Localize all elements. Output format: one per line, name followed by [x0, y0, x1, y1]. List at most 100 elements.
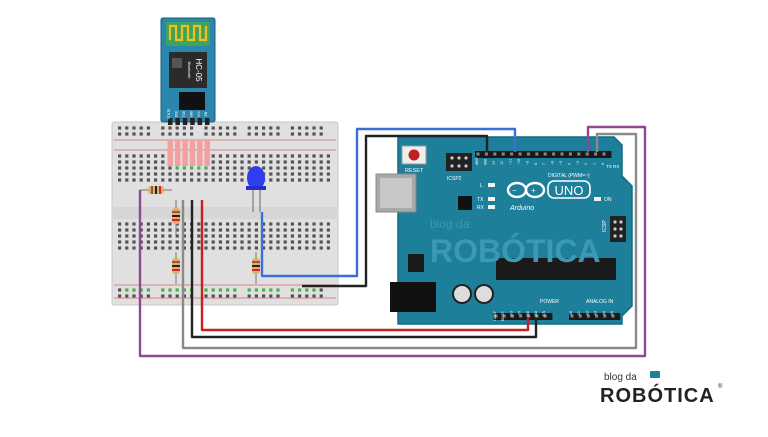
power-label: POWER — [540, 299, 559, 305]
wire-blue — [260, 127, 517, 278]
breadboard-hole — [125, 294, 129, 298]
breadboard-hole — [269, 234, 273, 238]
breadboard — [111, 121, 339, 306]
breadboard-hole — [276, 160, 280, 164]
breadboard-hole — [161, 160, 165, 164]
breadboard-hole — [233, 132, 237, 136]
arduino-logo: − + UNO Arduino — [506, 180, 591, 212]
header-pin-label: VIN — [542, 311, 546, 317]
breadboard-hole — [312, 132, 316, 136]
breadboard-hole — [276, 154, 280, 158]
breadboard-hole — [182, 166, 186, 170]
breadboard-hole — [161, 126, 165, 130]
breadboard-hole — [247, 234, 251, 238]
breadboard-hole — [262, 154, 266, 158]
breadboard-hole — [190, 132, 194, 136]
breadboard-hole — [197, 246, 201, 250]
breadboard-hole — [226, 240, 230, 244]
breadboard-hole — [319, 294, 323, 298]
header-pin — [501, 152, 505, 156]
breadboard-hole — [226, 160, 230, 164]
breadboard-hole — [226, 172, 230, 176]
breadboard-hole — [218, 132, 222, 136]
breadboard-hole — [125, 172, 129, 176]
breadboard-hole — [146, 228, 150, 232]
wire-purple — [138, 125, 647, 358]
breadboard-hole — [161, 132, 165, 136]
header-pin — [476, 152, 480, 156]
breadboard-hole — [283, 160, 287, 164]
breadboard-hole — [276, 240, 280, 244]
logo-line2: ROBÓTICA — [600, 383, 715, 407]
bt-pin-leg — [174, 140, 181, 166]
breadboard-hole — [233, 240, 237, 244]
breadboard-hole — [204, 166, 208, 170]
breadboard-hole — [247, 154, 251, 158]
header-pin — [552, 152, 556, 156]
breadboard-hole — [139, 160, 143, 164]
breadboard-hole — [269, 172, 273, 176]
breadboard-hole — [132, 160, 136, 164]
breadboard-hole — [175, 288, 179, 292]
breadboard-hole — [146, 222, 150, 226]
breadboard-hole — [168, 178, 172, 182]
breadboard-hole — [233, 228, 237, 232]
breadboard-hole — [233, 234, 237, 238]
breadboard-hole — [233, 178, 237, 182]
breadboard-hole — [175, 240, 179, 244]
breadboard-hole — [312, 222, 316, 226]
header-pin — [543, 314, 547, 318]
header-pin — [518, 152, 522, 156]
breadboard-hole — [132, 166, 136, 170]
breadboard-hole — [269, 126, 273, 130]
breadboard-hole — [240, 222, 244, 226]
header-pin-label: 0 — [601, 163, 605, 165]
breadboard-hole — [254, 160, 258, 164]
breadboard-hole — [305, 222, 309, 226]
breadboard-hole — [312, 246, 316, 250]
breadboard-hole — [204, 132, 208, 136]
header-pin-label: A3 — [594, 311, 598, 315]
breadboard-hole — [211, 228, 215, 232]
breadboard-hole — [305, 132, 309, 136]
header-pin-label: ~5 — [559, 161, 563, 165]
breadboard-hole — [211, 172, 215, 176]
header-pin-label: 5V — [518, 311, 522, 315]
header-pin — [578, 314, 582, 318]
breadboard-hole — [290, 240, 294, 244]
header-pin — [502, 314, 506, 318]
led-body — [247, 166, 265, 190]
breadboard-hole — [218, 178, 222, 182]
breadboard-hole — [168, 294, 172, 298]
breadboard-hole — [326, 166, 330, 170]
header-pin-label: ~6 — [551, 161, 555, 165]
breadboard-hole — [305, 240, 309, 244]
bt-pin — [205, 118, 210, 125]
digital-label: DIGITAL (PWM=~) — [548, 173, 590, 179]
breadboard-hole — [218, 294, 222, 298]
breadboard-hole — [269, 132, 273, 136]
header-pin — [493, 152, 497, 156]
breadboard-hole — [146, 172, 150, 176]
breadboard-hole — [290, 154, 294, 158]
breadboard-hole — [298, 160, 302, 164]
breadboard-hole — [197, 178, 201, 182]
breadboard-hole — [125, 178, 129, 182]
breadboard-hole — [146, 234, 150, 238]
breadboard-hole — [211, 222, 215, 226]
breadboard-hole — [226, 294, 230, 298]
breadboard-hole — [240, 234, 244, 238]
breadboard-hole — [319, 154, 323, 158]
breadboard-hole — [118, 240, 122, 244]
bt-pin-leg — [182, 140, 188, 166]
breadboard-hole — [211, 126, 215, 130]
breadboard-hole — [269, 228, 273, 232]
regulator — [408, 254, 424, 272]
breadboard-hole — [290, 228, 294, 232]
breadboard-hole — [240, 154, 244, 158]
breadboard-hole — [290, 222, 294, 226]
header-pin — [611, 314, 615, 318]
breadboard-hole — [182, 234, 186, 238]
